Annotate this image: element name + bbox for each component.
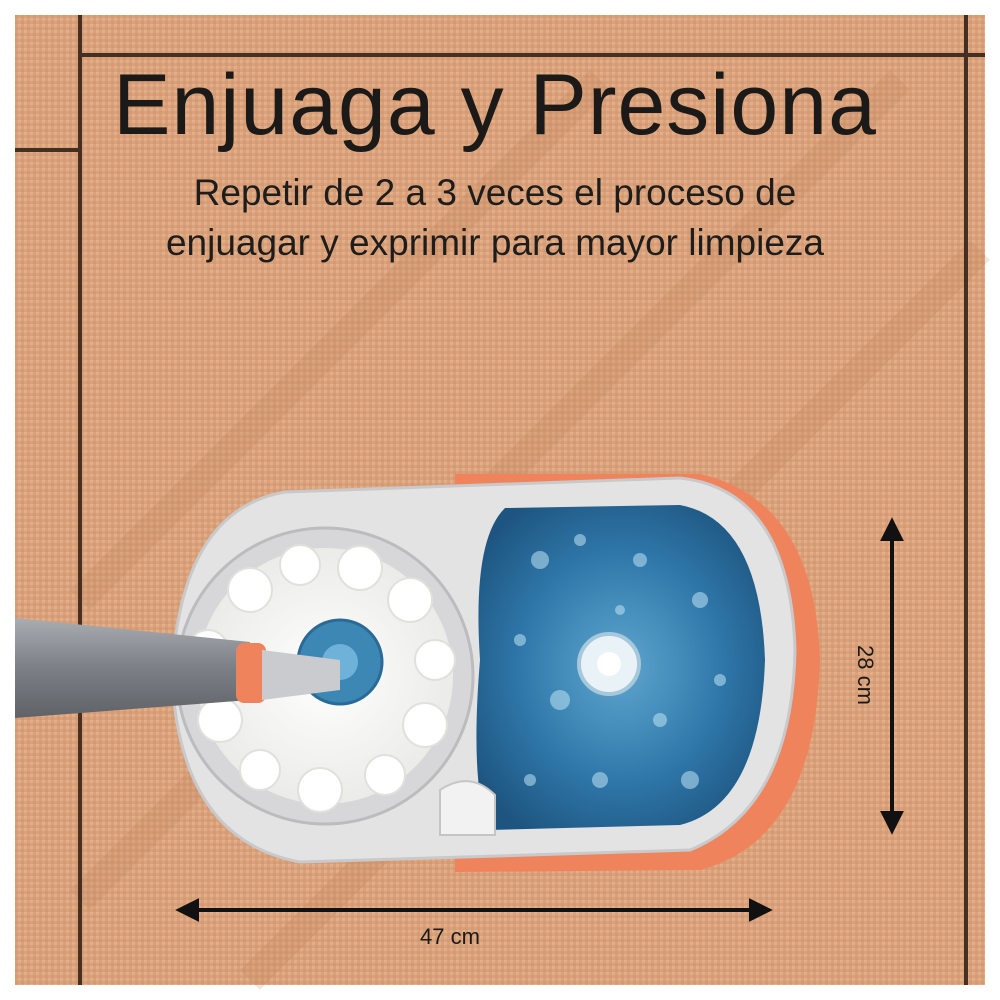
water-bubbles xyxy=(514,534,726,789)
mop-handle xyxy=(15,618,340,718)
width-dimension-label: 47 cm xyxy=(420,924,480,949)
floor-seams xyxy=(15,15,985,985)
height-dimension-label: 28 cm xyxy=(853,645,878,705)
subtitle-line-2: enjuagar y exprimir para mayor limpieza xyxy=(165,222,825,263)
subtitle-line-1: Repetir de 2 a 3 veces el proceso de xyxy=(193,172,797,213)
subtitle: Repetir de 2 a 3 veces el proceso de enj… xyxy=(0,168,990,268)
bucket-latch xyxy=(439,780,496,836)
headline: Enjuaga y Presiona xyxy=(113,57,877,153)
